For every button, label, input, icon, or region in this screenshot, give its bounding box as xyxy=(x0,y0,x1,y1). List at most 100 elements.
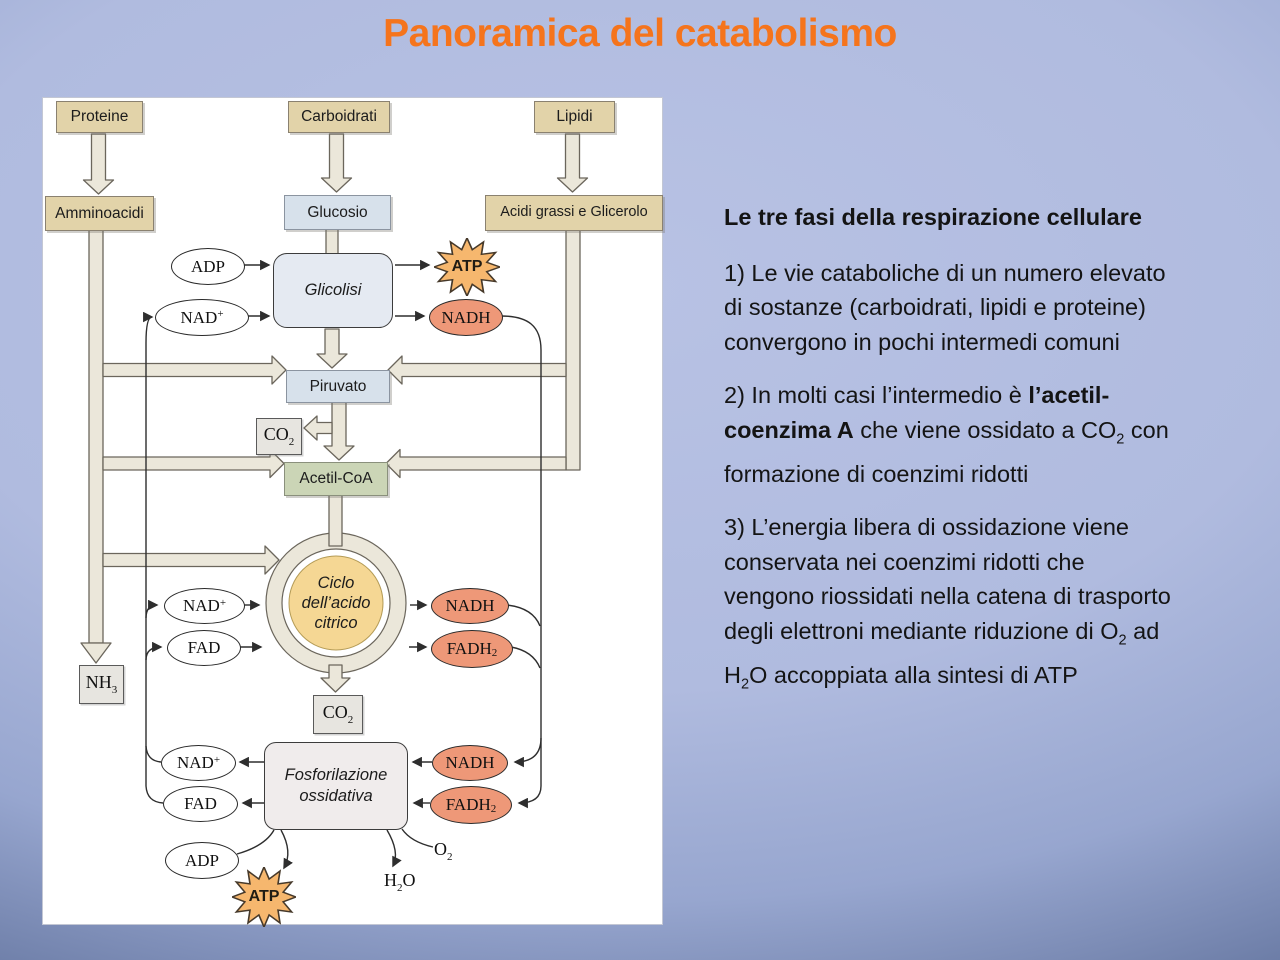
paragraph-3: 3) L’energia libera di ossidazione viene… xyxy=(724,510,1173,702)
arrow-proteine-down xyxy=(82,133,115,195)
p3-text: ad H xyxy=(724,617,1160,688)
fadh-sub: 2 xyxy=(491,646,498,659)
box-acetil-coa: Acetil-CoA xyxy=(284,462,388,496)
star-shape xyxy=(434,238,500,296)
p2-text: 2) In molti casi l’intermedio è xyxy=(724,382,1029,408)
channel-amminoacidi xyxy=(88,228,104,644)
h2o-label: H2O xyxy=(384,870,416,894)
connector-acetilcoa-cycle xyxy=(328,493,343,547)
acetil-coa-label: Acetil-CoA xyxy=(299,470,373,488)
ellipse-fad-bottom: FAD xyxy=(163,786,238,822)
box-acidi-grassi: Acidi grassi e Glicerolo xyxy=(485,195,663,231)
channel-acidi-grassi xyxy=(565,228,581,471)
nad-plus: + xyxy=(213,753,221,766)
fosforilazione-line1: Fosforilazione xyxy=(284,766,388,784)
box-glucosio-label: Glucosio xyxy=(307,203,368,221)
p2-bold-acetil-coenzima: l’acetil-coenzima A xyxy=(724,382,1110,443)
box-co2-lower: CO2 xyxy=(313,695,363,734)
box-nh3: NH3 xyxy=(79,665,124,704)
connector-glucosio-glicolisi xyxy=(325,225,339,257)
ellipse-fad-mid: FAD xyxy=(167,630,241,666)
line-right-to-nadh-bot xyxy=(513,737,542,768)
fad-label: FAD xyxy=(187,638,221,657)
co2-label: CO2 xyxy=(322,702,354,726)
text-heading: Le tre fasi della respirazione cellulare xyxy=(724,204,1142,230)
thin-connectors xyxy=(143,259,542,870)
line-fosf-atp xyxy=(280,829,293,870)
p2-subscript: 2 xyxy=(1116,431,1125,448)
box-piruvato-label: Piruvato xyxy=(309,377,367,395)
star-atp-top: ATP xyxy=(434,238,500,296)
ciclo-line3: citrico xyxy=(314,614,358,632)
citric-cycle-core xyxy=(288,555,384,651)
arrow-acidigrassi-piruvato xyxy=(387,355,567,385)
star-shape xyxy=(232,867,296,927)
box-co2-upper: CO2 xyxy=(256,418,302,455)
line-fadh2-mid-join xyxy=(510,646,541,669)
arrow-acidigrassi-acetilcoa xyxy=(385,448,567,479)
fadh-label: FADH xyxy=(446,639,492,658)
line-o2-fosf xyxy=(401,828,434,848)
ellipse-adp-bottom: ADP xyxy=(165,842,239,879)
box-glicolisi: Glicolisi xyxy=(273,253,393,328)
box-amminoacidi: Amminoacidi xyxy=(45,196,154,231)
nadh-label: NADH xyxy=(445,753,495,772)
ellipse-adp-top: ADP xyxy=(171,248,245,285)
diagram-connectors xyxy=(80,133,589,870)
arrow-glicolisi-piruvato xyxy=(316,328,348,369)
citric-cycle-ring-outline-inner xyxy=(281,548,391,658)
line-recycle-fad-mid-hook xyxy=(145,641,163,661)
line-adp-fosf xyxy=(236,829,275,855)
line-recycle-nad-mid-hook xyxy=(145,599,159,619)
line-nad-bot-recycle xyxy=(145,745,162,763)
ellipse-nadh-top: NADH xyxy=(429,299,503,336)
nadh-label: NADH xyxy=(445,596,495,615)
box-fosforilazione: Fosforilazione ossidativa xyxy=(264,742,408,830)
line-recycle-left-top-hook xyxy=(143,311,154,344)
adp-label: ADP xyxy=(190,256,225,276)
box-glucosio: Glucosio xyxy=(284,195,391,230)
atp-label: ATP xyxy=(248,888,280,905)
box-acidi-grassi-label: Acidi grassi e Glicerolo xyxy=(500,204,648,221)
ellipse-nad-top: NAD+ xyxy=(155,299,249,336)
nad-plus: + xyxy=(217,308,224,320)
fosforilazione-line2: ossidativa xyxy=(299,787,373,805)
nad-plus: + xyxy=(219,596,227,609)
arrow-carboidrati-down xyxy=(320,133,353,193)
nad-label: NAD xyxy=(180,307,218,327)
fad-label: FAD xyxy=(184,794,217,813)
box-lipidi-label: Lipidi xyxy=(556,108,593,126)
line-nadh-mid-join xyxy=(506,604,541,627)
glicolisi-label: Glicolisi xyxy=(304,281,362,299)
arrow-amminoacidi-cycle xyxy=(102,545,280,575)
arrow-piruvato-acetilcoa xyxy=(323,400,355,461)
fadh-sub: 2 xyxy=(490,802,497,815)
nh3-label: NH3 xyxy=(85,672,118,696)
line-fosf-h2o xyxy=(386,829,402,868)
box-lipidi: Lipidi xyxy=(534,101,615,133)
co2-label: CO2 xyxy=(263,424,295,448)
star-atp-bottom: ATP xyxy=(232,867,296,927)
arrow-amminoacidi-piruvato xyxy=(102,355,287,385)
box-proteine: Proteine xyxy=(56,101,143,133)
ellipse-nad-bottom: NAD+ xyxy=(161,745,236,781)
ellipse-nadh-bottom: NADH xyxy=(432,745,508,781)
arrow-piruvato-co2 xyxy=(303,415,333,441)
box-piruvato: Piruvato xyxy=(286,370,390,403)
p2-text: con formazione di coenzimi ridotti xyxy=(724,416,1169,487)
p3-subscript: 2 xyxy=(1118,632,1127,649)
ciclo-line2: dell’acido xyxy=(301,594,371,612)
citric-cycle-label: Ciclo dell’acido citrico xyxy=(289,570,383,636)
o2-label: O2 xyxy=(434,839,453,863)
p3-text: O accoppiata alla sintesi di ATP xyxy=(749,661,1078,688)
line-fad-bot-recycle xyxy=(145,785,164,804)
nad-label: NAD xyxy=(182,596,220,615)
adp-label: ADP xyxy=(184,850,219,870)
diagram-panel: Proteine Carboidrati Lipidi Amminoacidi … xyxy=(42,97,663,927)
ellipse-nadh-mid: NADH xyxy=(431,588,509,624)
p2-text: che viene ossidato a CO xyxy=(853,416,1117,443)
text-column: Le tre fasi della respirazione cellulare… xyxy=(724,200,1173,721)
box-amminoacidi-label: Amminoacidi xyxy=(55,204,144,222)
